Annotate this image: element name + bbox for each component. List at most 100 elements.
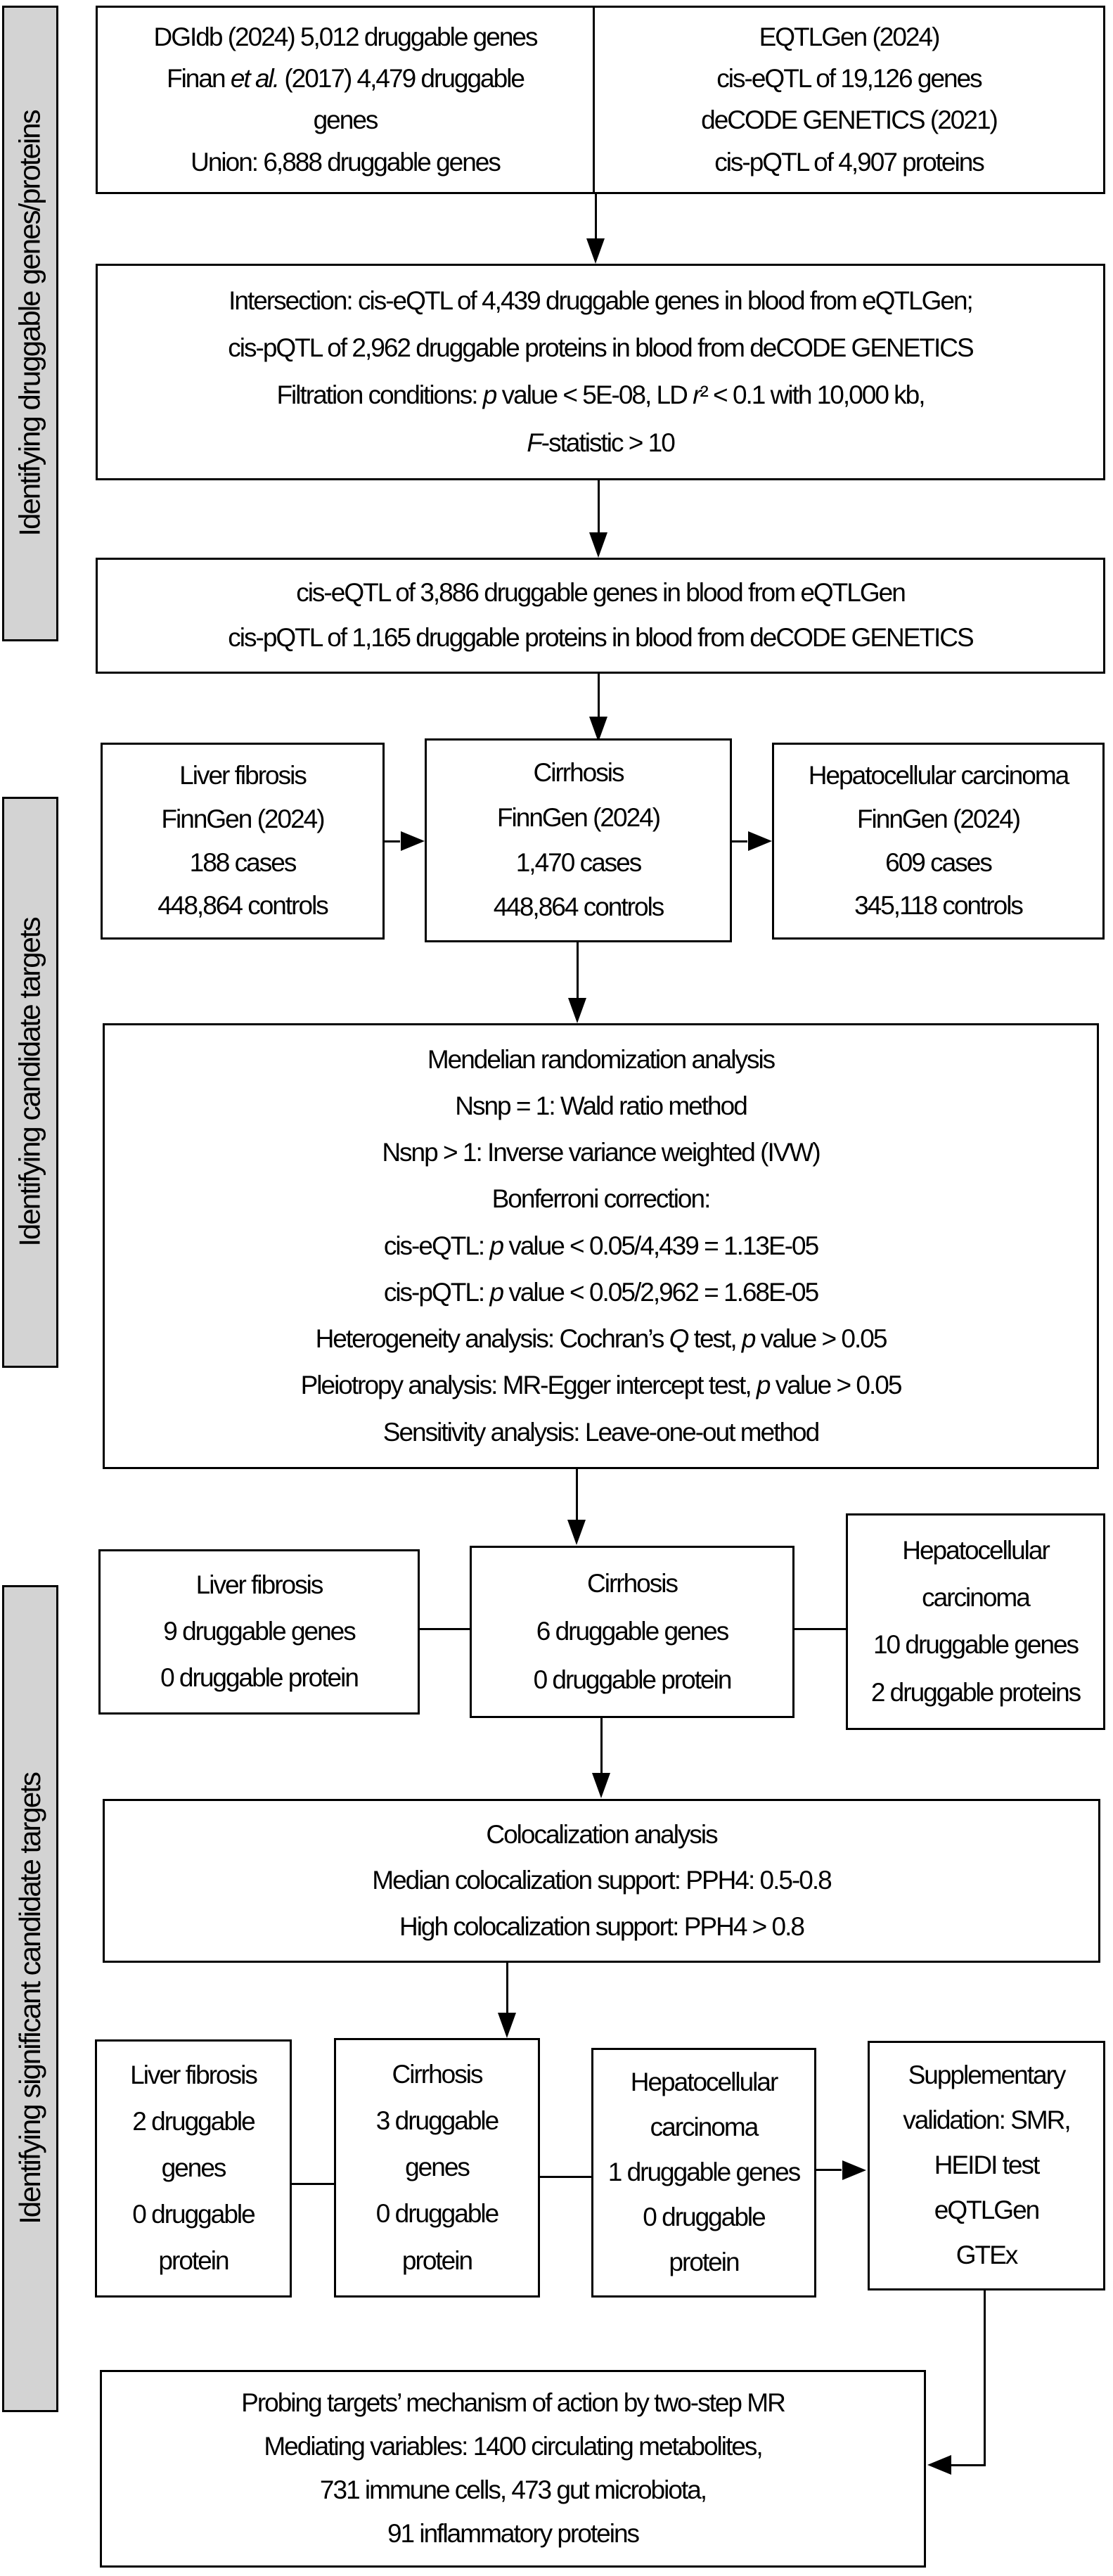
- text-line: Cirrhosis: [587, 1568, 678, 1598]
- arrow-results-to-coloc-stem: [600, 1718, 603, 1774]
- text-line: Filtration conditions: p value < 5E-08, …: [276, 380, 925, 410]
- text-line: Nsnp = 1: Wald ratio method: [455, 1091, 748, 1120]
- arrow-gwas-to-mr-head: [568, 998, 586, 1023]
- arrow-coloc-to-results-head: [498, 2013, 516, 2038]
- text-line: 10 druggable genes: [873, 1630, 1079, 1660]
- arrow-supplementary-to-twostep-horizontal: [951, 2464, 986, 2466]
- arrow-hcc-to-supplementary-stem: [816, 2169, 842, 2171]
- connector-mr-cirrhosis-hcc: [794, 1628, 846, 1630]
- text-line: FinnGen (2024): [161, 804, 325, 833]
- arrow-filtered-to-gwas-stem: [598, 674, 600, 717]
- arrow-sources-to-intersection-head: [586, 238, 605, 264]
- text-line: 91 inflammatory proteins: [387, 2519, 640, 2549]
- text-line: 609 cases: [885, 847, 993, 877]
- text-line: 448,864 controls: [157, 891, 329, 921]
- connector-coloc-cirrhosis-hcc: [540, 2176, 591, 2178]
- arrow-intersection-to-filtered-head: [589, 532, 607, 558]
- text-line: protein: [669, 2248, 740, 2277]
- text-line: cis-eQTL: p value < 0.05/4,439 = 1.13E-0…: [383, 1231, 819, 1260]
- sidebar-phase-1-label: Identifying druggable genes/proteins: [13, 110, 46, 537]
- text-line: 2 druggable: [132, 2107, 255, 2136]
- text-line: DGIdb (2024) 5,012 druggable genes: [153, 22, 539, 51]
- arrow-results-to-coloc-head: [592, 1773, 610, 1798]
- text-line: 345,118 controls: [854, 891, 1024, 921]
- text-line: Probing targets’ mechanism of action by …: [241, 2388, 786, 2418]
- box-mr-results-hepatocellular-carcinoma: Hepatocellular carcinoma 10 druggable gene…: [846, 1513, 1105, 1730]
- text-line: 0 druggable: [132, 2200, 255, 2229]
- arrow-liver-fibrosis-to-cirrhosis-stem: [385, 840, 400, 842]
- text-line: carcinoma: [650, 2113, 759, 2142]
- text-line: FinnGen (2024): [856, 804, 1021, 833]
- text-line: cis-eQTL of 3,886 druggable genes in blo…: [296, 577, 906, 607]
- text-line: Cirrhosis: [533, 758, 625, 788]
- arrow-gwas-to-mr-stem: [577, 942, 579, 999]
- arrow-cirrhosis-to-hcc-stem: [732, 840, 747, 842]
- arrow-supplementary-to-twostep-head: [927, 2455, 951, 2475]
- arrow-cirrhosis-to-hcc-head: [748, 831, 772, 851]
- text-line: 731 immune cells, 473 gut microbiota,: [319, 2475, 707, 2505]
- text-line: cis-pQTL of 1,165 druggable proteins in …: [228, 623, 974, 653]
- text-line: 0 druggable: [643, 2203, 766, 2232]
- text-line: cis-pQTL of 2,962 druggable proteins in …: [228, 333, 974, 363]
- text-line: genes: [405, 2153, 470, 2182]
- box-two-step-mr: Probing targets’ mechanism of action by …: [100, 2370, 926, 2568]
- text-line: Mediating variables: 1400 circulating me…: [264, 2432, 763, 2461]
- text-line: Hepatocellular: [902, 1535, 1050, 1565]
- text-line: cis-pQTL: p value < 0.05/2,962 = 1.68E-0…: [383, 1277, 819, 1307]
- text-line: Supplementary: [908, 2061, 1067, 2090]
- text-line: 188 cases: [189, 847, 297, 877]
- text-line: GTEx: [956, 2241, 1019, 2270]
- text-line: Finan et al. (2017) 4,479 druggable: [166, 64, 525, 94]
- text-line: Heterogeneity analysis: Cochran’s Q test…: [315, 1324, 888, 1354]
- arrow-coloc-to-results-stem: [506, 1963, 508, 2014]
- text-line: 1 druggable genes: [607, 2158, 802, 2187]
- text-line: Intersection: cis-eQTL of 4,439 druggabl…: [229, 286, 974, 315]
- arrow-intersection-to-filtered-stem: [598, 480, 600, 532]
- box-mr-results-cirrhosis: Cirrhosis 6 druggable genes 0 druggable pr…: [470, 1546, 794, 1718]
- sidebar-phase-identifying-candidate-targets: Identifying candidate targets: [2, 797, 58, 1368]
- text-line: 448,864 controls: [493, 892, 665, 922]
- text-line: Liver fibrosis: [195, 1570, 324, 1600]
- text-line: protein: [158, 2246, 229, 2276]
- arrow-mr-to-results-stem: [576, 1469, 578, 1520]
- connector-coloc-liver-fibrosis-cirrhosis: [292, 2183, 334, 2185]
- text-line: High colocalization support: PPH4 > 0.8: [399, 1911, 805, 1941]
- sidebar-phase-3-label: Identifying significant candidate target…: [13, 1773, 47, 2224]
- text-line: Liver fibrosis: [179, 761, 307, 790]
- text-line: Colocalization analysis: [486, 1819, 718, 1849]
- text-line: Bonferroni correction:: [491, 1184, 712, 1214]
- text-line: cis-eQTL of 19,126 genes: [716, 64, 982, 94]
- text-line: cis-pQTL of 4,907 proteins: [714, 147, 985, 177]
- text-line: F-statistic > 10: [527, 428, 676, 457]
- text-line: Liver fibrosis: [130, 2061, 258, 2090]
- text-line: carcinoma: [922, 1583, 1031, 1613]
- text-line: 0 druggable protein: [533, 1665, 733, 1694]
- text-line: 6 druggable genes: [536, 1617, 730, 1646]
- sidebar-phase-identifying-significant-candidate-targets: Identifying significant candidate target…: [2, 1585, 58, 2412]
- text-line: 3 druggable: [375, 2106, 499, 2135]
- arrow-liver-fibrosis-to-cirrhosis-head: [401, 831, 425, 851]
- text-line: 2 druggable proteins: [870, 1677, 1081, 1707]
- arrow-mr-to-results-head: [567, 1520, 586, 1545]
- text-line: FinnGen (2024): [496, 802, 661, 832]
- box-intersection-filtration: Intersection: cis-eQTL of 4,439 druggabl…: [96, 264, 1105, 480]
- text-line: deCODE GENETICS (2021): [701, 105, 998, 135]
- box-filtered-qtl: cis-eQTL of 3,886 druggable genes in blo…: [96, 558, 1105, 674]
- text-line: EQTLGen (2024): [759, 22, 941, 51]
- text-line: Median colocalization support: PPH4: 0.5…: [372, 1866, 832, 1895]
- text-line: HEIDI test: [934, 2151, 1041, 2180]
- box-qtl-sources: EQTLGen (2024) cis-eQTL of 19,126 genes de…: [593, 6, 1105, 194]
- text-line: protein: [401, 2245, 473, 2275]
- text-line: Cirrhosis: [392, 2059, 484, 2089]
- text-line: Hepatocellular carcinoma: [808, 761, 1069, 790]
- sidebar-phase-2-label: Identifying candidate targets: [13, 918, 47, 1247]
- text-line: Sensitivity analysis: Leave-one-out meth…: [382, 1417, 820, 1447]
